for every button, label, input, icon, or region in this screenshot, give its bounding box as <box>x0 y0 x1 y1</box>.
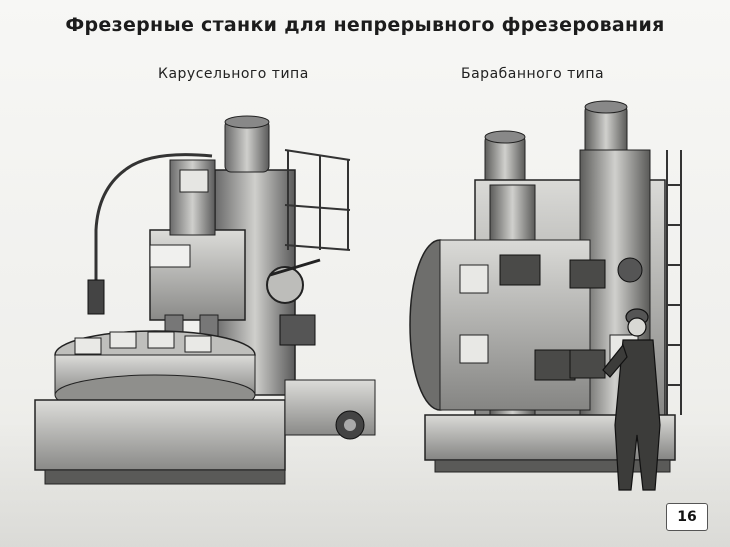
drum-type-label: Барабанного типа <box>461 66 605 82</box>
carousel-type-label: Карусельного типа <box>158 66 309 82</box>
page-number-badge: 16 <box>666 503 708 531</box>
drum-milling-machine-illustration <box>409 100 682 491</box>
carousel-milling-machine-illustration <box>34 115 376 485</box>
slide-title: Фрезерные станки для непрерывного фрезер… <box>65 14 665 36</box>
